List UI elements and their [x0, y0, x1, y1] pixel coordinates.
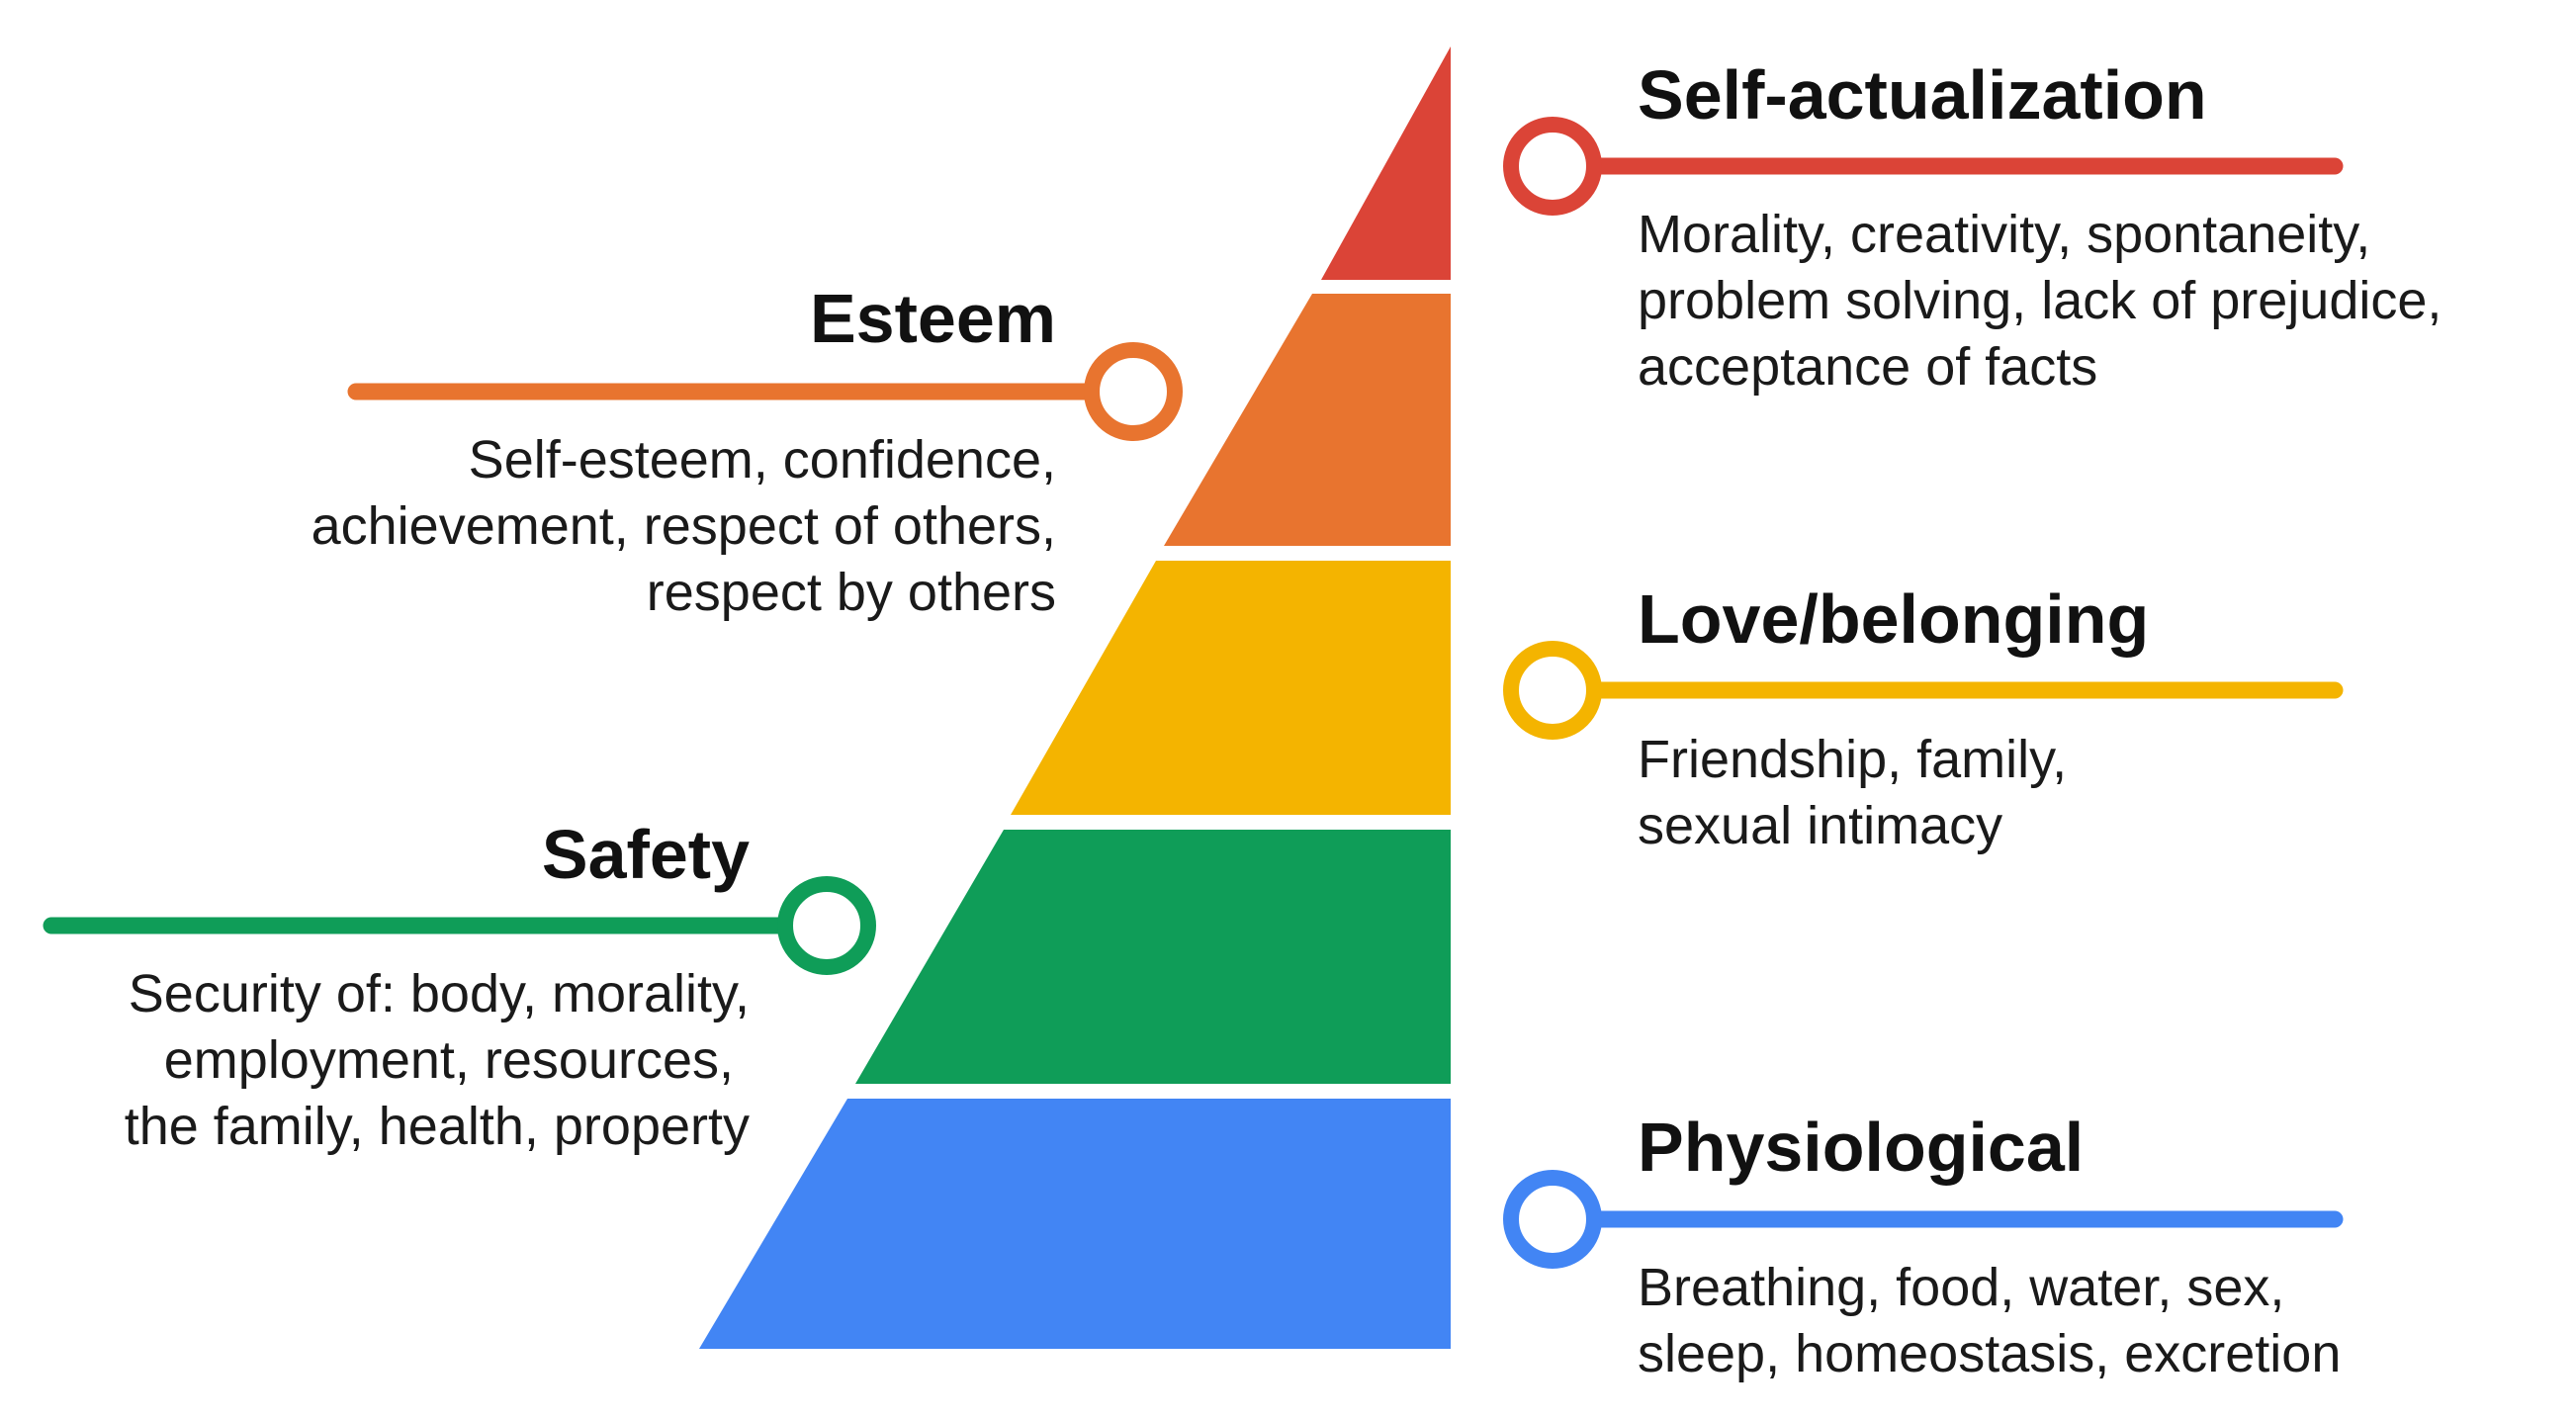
connector-love-belonging [1503, 641, 2344, 740]
love-belonging-desc-line: sexual intimacy [1638, 796, 2002, 855]
esteem-desc-line: respect by others [647, 563, 1056, 622]
safety-desc-line: Security of: body, morality, [129, 964, 750, 1023]
connector-self-actualization [1503, 117, 2344, 216]
love-belonging-desc-line: Friendship, family, [1638, 730, 2067, 789]
love-belonging-title: Love/belonging [1638, 580, 2149, 658]
connector-ring [1503, 641, 1602, 740]
safety-desc-line: the family, health, property [125, 1097, 750, 1156]
connector-physiological [1503, 1170, 2344, 1269]
self-actualization-desc-line: acceptance of facts [1638, 337, 2097, 397]
tier-esteem [1164, 294, 1451, 546]
connector-esteem [347, 342, 1183, 441]
physiological-desc-line: sleep, homeostasis, excretion [1638, 1324, 2341, 1383]
tier-love-belonging [1011, 561, 1451, 815]
self-actualization-title: Self-actualization [1638, 56, 2207, 133]
esteem-title: Esteem [810, 280, 1056, 357]
esteem-desc-line: Self-esteem, confidence, [469, 430, 1056, 489]
safety-desc-line: employment, resources, [164, 1030, 734, 1090]
connector-ring [777, 876, 876, 975]
self-actualization-desc-line: Morality, creativity, spontaneity, [1638, 205, 2370, 264]
connector-ring [1503, 117, 1602, 216]
esteem-desc-line: achievement, respect of others, [311, 496, 1056, 556]
tier-physiological [699, 1099, 1451, 1349]
physiological-title: Physiological [1638, 1109, 2084, 1186]
tier-self-actualization [1321, 46, 1451, 280]
safety-title: Safety [542, 816, 750, 893]
connector-ring [1084, 342, 1183, 441]
self-actualization-desc-line: problem solving, lack of prejudice, [1638, 271, 2442, 330]
tier-safety [855, 830, 1451, 1084]
connector-safety [43, 876, 876, 975]
physiological-desc-line: Breathing, food, water, sex, [1638, 1258, 2284, 1317]
connector-ring [1503, 1170, 1602, 1269]
